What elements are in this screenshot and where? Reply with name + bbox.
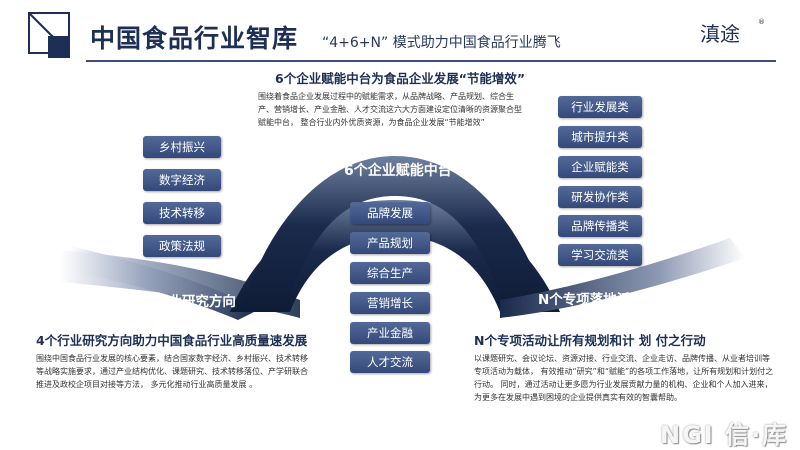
right-heading: N个专项活动让所有规划和计 划 付之行动	[474, 333, 706, 348]
activity-item: 城市提升类	[558, 126, 642, 148]
research-item: 乡村振兴	[143, 136, 221, 158]
center-description: 围绕着食品企业发展过程中的赋能需求，从品牌战略、产品规划、综合生产、营销增长、产…	[258, 92, 522, 127]
center-heading: 6个企业赋能中台为食品企业发展“节能增效”	[275, 71, 526, 86]
brand-logo: 滇途	[700, 22, 740, 46]
platform-item: 综合生产	[350, 262, 430, 284]
activity-item: 行业发展类	[558, 96, 642, 118]
platform-item: 品牌发展	[350, 202, 430, 224]
platform-item: 产业金融	[350, 322, 430, 344]
activity-item: 品牌传播类	[558, 215, 642, 237]
activity-item: 企业赋能类	[558, 156, 642, 178]
platform-item: 人才交流	[350, 351, 430, 373]
right-arc-label: N个专项落地活动	[538, 292, 644, 308]
activity-item: 学习交流类	[558, 244, 642, 266]
research-item: 数字经济	[143, 169, 221, 191]
right-description: 以课题研究、会议论坛、资源对接、行业交流、企业走访、品牌传播、从业者培训等专项活…	[474, 354, 774, 402]
left-heading: 4个行业研究方向助力中国食品行业高质量速发展	[36, 333, 308, 348]
page-subtitle: “4+6+N” 模式助力中国食品行业腾飞	[322, 35, 561, 51]
platform-item: 营销增长	[350, 292, 430, 314]
watermark: NGI 信·库	[660, 421, 789, 449]
research-item: 政策法规	[143, 235, 221, 257]
left-description: 围绕中国食品行业发展的核心要素，结合国家数字经济、乡村振兴、技术转移等战略实施要…	[36, 354, 308, 389]
activity-item: 研发协作类	[558, 186, 642, 208]
header-divider	[86, 60, 776, 62]
left-arc-label: 4个行业研究方向	[132, 294, 236, 310]
platform-item: 产品规划	[350, 232, 430, 254]
registered-mark: ®	[758, 18, 765, 26]
center-arc-label: 6个企业赋能中台	[344, 163, 452, 179]
corner-square-icon	[28, 12, 70, 58]
research-item: 技术转移	[143, 202, 221, 224]
arc-right-segment	[500, 238, 745, 318]
page-title: 中国食品行业智库	[90, 24, 299, 53]
